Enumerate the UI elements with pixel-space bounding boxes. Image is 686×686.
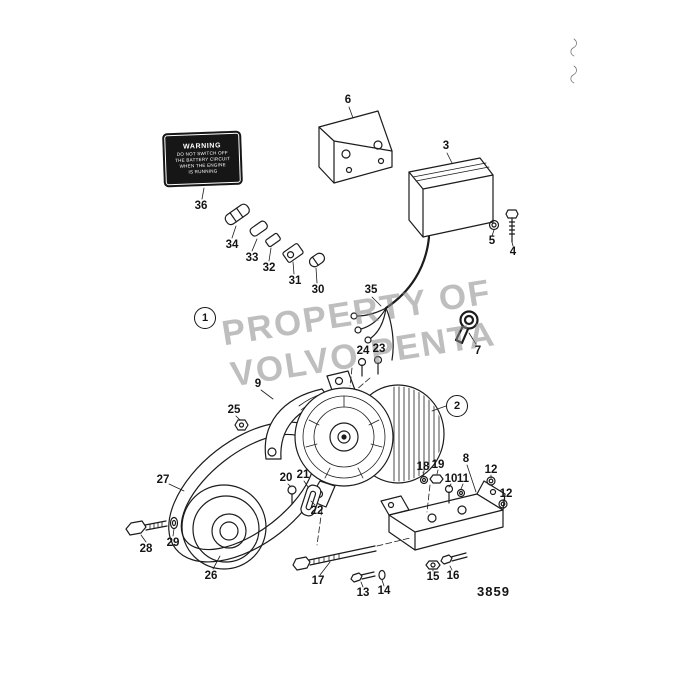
- leader-lines: [140, 106, 514, 588]
- clamp-7: [454, 310, 479, 345]
- bracket-8: [380, 480, 506, 551]
- warning-line-4: IS RUNNING: [188, 168, 218, 175]
- bolt-23: [373, 355, 383, 375]
- bracket-6: [318, 110, 393, 184]
- bolt-16: [440, 552, 468, 565]
- assembly-lines: [316, 367, 431, 547]
- nut-19: [429, 474, 444, 484]
- pulley-26: [181, 484, 267, 570]
- bolt-24: [357, 357, 367, 377]
- nut-25: [234, 419, 249, 431]
- bolt-28: [125, 520, 168, 536]
- terminal-32: [265, 232, 281, 248]
- washer-5: [488, 219, 500, 231]
- rivet-30: [308, 252, 326, 268]
- nut-15: [425, 560, 441, 570]
- regulator-box-3: [384, 157, 494, 310]
- bolt-13: [350, 571, 376, 583]
- wires-35: [350, 307, 394, 361]
- clip-31: [282, 243, 304, 263]
- washer-11: [456, 488, 466, 498]
- washer-18: [419, 475, 429, 485]
- bolt-10: [444, 484, 454, 504]
- bolt-17: [292, 545, 377, 571]
- washer-14: [378, 569, 386, 581]
- warning-title: WARNING: [182, 142, 222, 151]
- link-21: [300, 484, 322, 517]
- warning-plate-36: WARNING DO NOT SWITCH OFF THE BATTERY CI…: [162, 130, 243, 188]
- figure-number: 3859: [477, 584, 510, 599]
- bolt-20: [287, 485, 297, 505]
- washer-29: [169, 516, 179, 530]
- sleeve-33: [249, 220, 268, 237]
- bolt-4: [505, 209, 519, 243]
- washer-12b: [498, 499, 508, 509]
- alternator-2: [294, 370, 445, 508]
- edge-marks: [570, 38, 577, 84]
- plug-34: [224, 203, 250, 226]
